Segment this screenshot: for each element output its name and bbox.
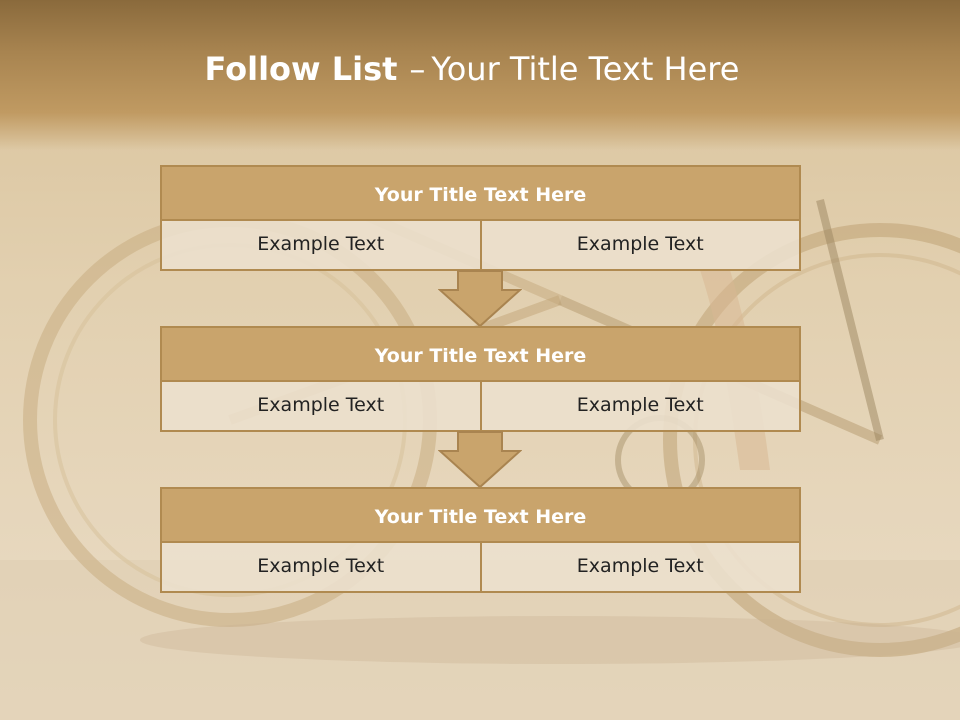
list-block-2: Your Title Text Here Example Text Exampl… <box>160 326 801 432</box>
list-block-1: Your Title Text Here Example Text Exampl… <box>160 165 801 271</box>
title-bold: Follow List <box>204 50 398 88</box>
page-title: Follow List–Your Title Text Here <box>0 50 944 88</box>
block-row: Example Text Example Text <box>160 221 801 271</box>
block-title: Your Title Text Here <box>160 487 801 543</box>
title-separator: – <box>409 50 426 88</box>
block-cell-right: Example Text <box>481 543 801 593</box>
title-rest: Your Title Text Here <box>431 50 740 88</box>
block-cell-left: Example Text <box>160 221 482 271</box>
block-cell-left: Example Text <box>160 382 482 432</box>
list-block-3: Your Title Text Here Example Text Exampl… <box>160 487 801 593</box>
block-row: Example Text Example Text <box>160 382 801 432</box>
header-band <box>0 0 960 150</box>
block-title: Your Title Text Here <box>160 165 801 221</box>
down-arrow-icon <box>438 270 522 328</box>
block-cell-left: Example Text <box>160 543 482 593</box>
block-cell-right: Example Text <box>481 382 801 432</box>
block-row: Example Text Example Text <box>160 543 801 593</box>
block-cell-right: Example Text <box>481 221 801 271</box>
down-arrow-icon <box>438 431 522 489</box>
block-title: Your Title Text Here <box>160 326 801 382</box>
